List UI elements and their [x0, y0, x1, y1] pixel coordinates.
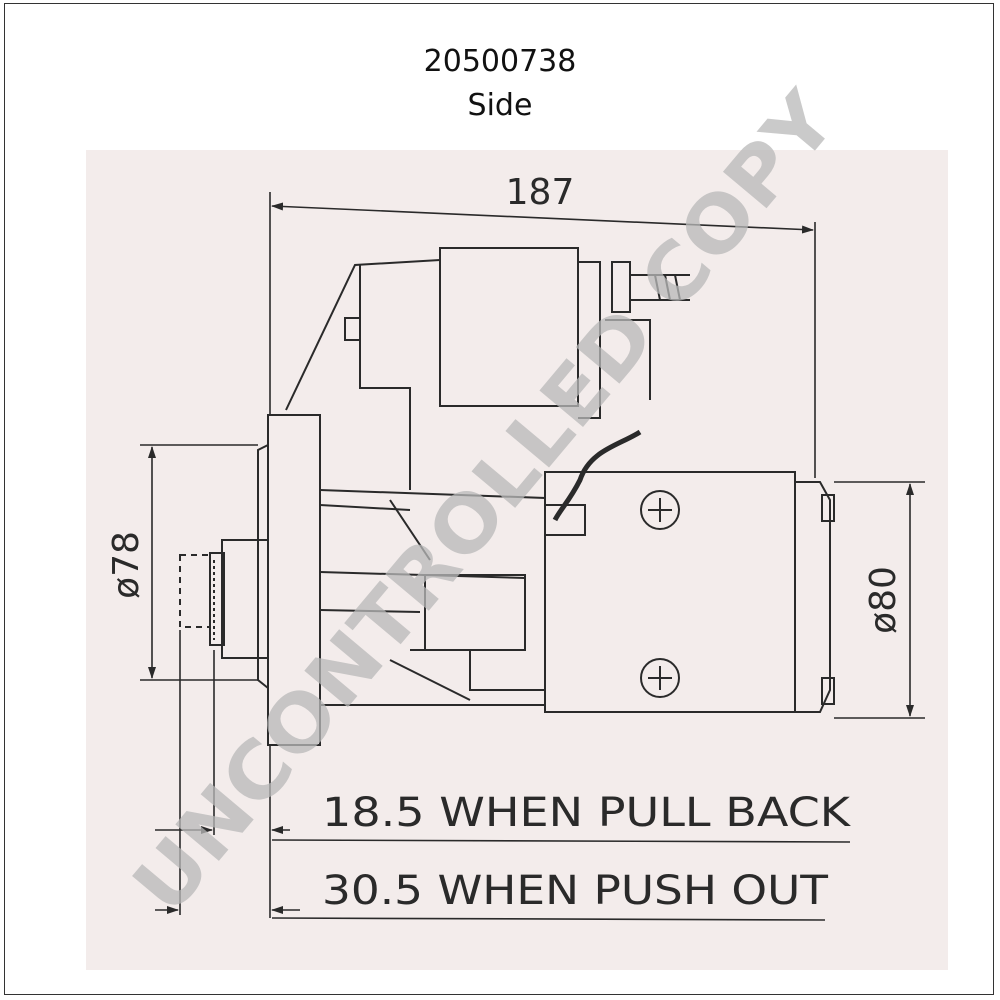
page-border	[4, 3, 994, 995]
solenoid-cap	[578, 261, 601, 419]
clutch-step	[410, 649, 545, 691]
dim-80-label: ø80	[863, 566, 904, 634]
stud-thread	[654, 274, 681, 301]
lever-a	[389, 499, 431, 561]
pinion-pushed-out	[179, 554, 211, 628]
lever-b	[389, 659, 471, 701]
lead-wire	[552, 429, 642, 522]
motor-yoke	[544, 471, 796, 713]
solenoid	[439, 247, 579, 407]
yoke-screw-bottom	[640, 658, 680, 698]
dim-pull-back-leader	[271, 839, 851, 843]
housing-step	[359, 265, 411, 490]
part-number-title: 20500738	[423, 44, 577, 79]
push-out-note: 30.5 WHEN PUSH OUT	[322, 868, 829, 914]
housing-slope	[285, 259, 441, 411]
pilot-boss	[221, 539, 269, 659]
pinion	[209, 552, 225, 646]
dim-push-out-leader	[271, 917, 826, 921]
flange-lip	[257, 444, 269, 689]
wire-grommet	[544, 504, 586, 536]
shaft-top	[319, 571, 526, 579]
yoke-screw-top	[640, 490, 680, 530]
dimension-lines	[140, 192, 925, 921]
dim-187-label: 187	[506, 172, 575, 213]
through-bolt-top	[821, 494, 835, 522]
dim-78-label: ø78	[106, 531, 147, 599]
view-label: Side	[467, 88, 533, 123]
screw-slot-top	[648, 498, 672, 522]
terminal-bracket	[605, 319, 651, 400]
shaft-bottom	[319, 609, 421, 613]
solenoid-bolt	[344, 317, 361, 341]
motor-outline	[179, 247, 835, 746]
terminal-nut	[611, 261, 631, 313]
screw-slot-bottom	[648, 666, 672, 690]
clutch	[424, 574, 526, 651]
through-bolt-bottom	[821, 677, 835, 705]
end-cover	[795, 481, 831, 713]
drawing-sheet	[86, 150, 948, 970]
pull-back-note: 18.5 WHEN PULL BACK	[322, 790, 852, 836]
dim-187	[271, 202, 814, 234]
